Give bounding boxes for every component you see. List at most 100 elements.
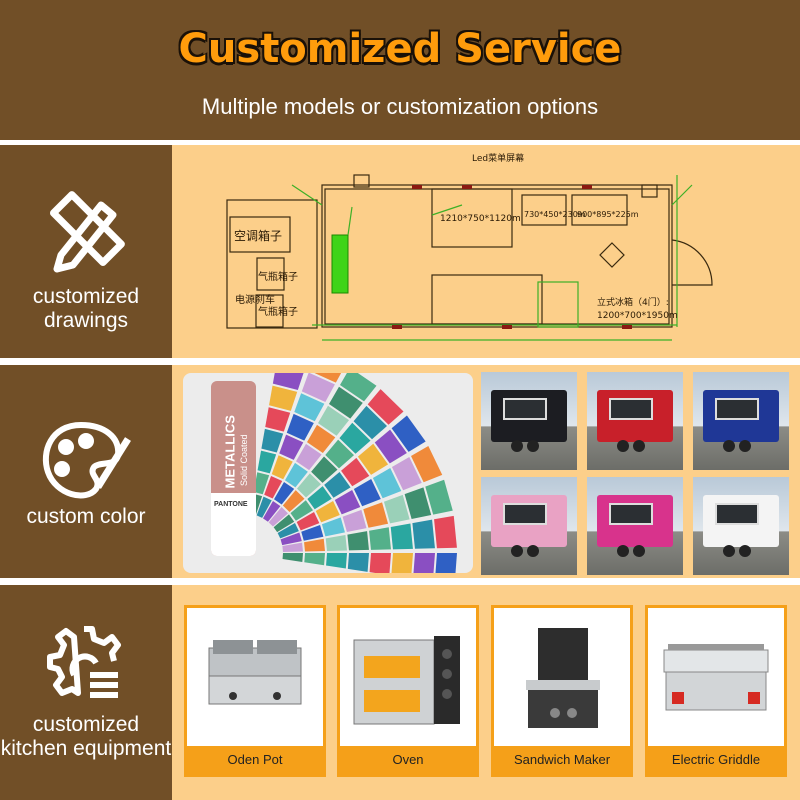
color-chip — [285, 462, 308, 488]
color-chip — [412, 519, 435, 549]
equipment-card-electric-griddle: Electric Griddle — [645, 605, 787, 777]
palette-icon — [42, 421, 131, 499]
color-chip — [390, 523, 413, 550]
drawing-label: 1200*700*1950m — [597, 311, 678, 321]
color-chip — [353, 479, 381, 507]
color-chip — [274, 481, 295, 505]
color-chip — [296, 473, 322, 498]
color-chip — [369, 527, 391, 550]
side-panel: customized kitchen equipment — [0, 585, 172, 800]
drawing-label: 730*450*230m — [524, 210, 586, 219]
color-chip — [435, 553, 457, 573]
section-equipment: customized kitchen equipment Oden Pot Ov… — [0, 585, 800, 800]
equipment-card-oven: Oven — [337, 605, 479, 777]
color-chip — [341, 457, 370, 487]
swatch-subtitle: Solid Coated — [239, 434, 249, 486]
truck-color-sample — [587, 477, 683, 575]
color-chip — [372, 468, 402, 499]
color-chip — [273, 514, 295, 533]
color-chip — [304, 553, 325, 566]
color-chip — [413, 553, 435, 573]
color-chip — [391, 553, 413, 573]
section-label: customized drawings — [32, 285, 140, 332]
pantone-swatch: METALLICS Solid Coated PANTONE — [183, 373, 473, 573]
color-chip — [374, 429, 407, 464]
drawing-label: 立式冰箱（4门）: — [597, 296, 669, 308]
color-chip — [411, 446, 443, 483]
color-chip — [263, 501, 281, 522]
equipment-card-sandwich-maker: Sandwich Maker — [491, 605, 633, 777]
section-drawings: customized drawings Led菜单屏幕 1210*750*112… — [0, 145, 800, 358]
color-chip — [325, 534, 347, 551]
color-chip — [268, 507, 289, 527]
color-chip — [425, 479, 453, 515]
color-chip — [294, 393, 325, 422]
color-chip — [277, 523, 299, 539]
color-chip — [315, 501, 340, 523]
drawing-label: 900*895*225m — [577, 210, 639, 219]
color-chip — [353, 405, 388, 440]
swatch-title: METALLICS — [222, 415, 238, 489]
color-chip — [340, 373, 377, 402]
drawing-label: Led菜单屏幕 — [472, 152, 524, 164]
ruler-pencil-icon — [49, 191, 125, 273]
color-chip — [304, 538, 325, 552]
color-chip — [307, 486, 332, 510]
color-chip — [334, 490, 361, 515]
swatch-cover: METALLICS Solid Coated PANTONE — [211, 381, 256, 556]
color-chip — [329, 386, 363, 419]
swatch-fan — [249, 373, 457, 573]
equipment-panel: Oden Pot Oven Sandwich Maker Electric Gr… — [172, 585, 800, 800]
color-chip — [261, 428, 284, 453]
color-chip — [404, 487, 432, 519]
floor-plan: Led菜单屏幕 1210*750*1120m 730*450*230m 900*… — [172, 145, 800, 358]
color-chip — [269, 385, 298, 411]
color-chip — [347, 553, 369, 572]
section-color: custom color METALLICS Solid Coated PANT… — [0, 365, 800, 578]
color-chip — [369, 553, 391, 573]
oden-pot-image — [208, 640, 302, 705]
color-chip — [265, 407, 291, 432]
color-chip — [271, 455, 293, 480]
color-chip — [311, 456, 338, 483]
color-chip — [282, 553, 303, 562]
color-chip — [434, 515, 457, 549]
color-chip — [279, 434, 304, 460]
color-chip — [321, 517, 345, 537]
color-chip — [363, 502, 389, 528]
gear-list-icon — [47, 626, 121, 698]
color-chip — [357, 443, 389, 475]
color-chip — [301, 373, 335, 402]
color-chip — [324, 472, 351, 498]
color-chip — [264, 475, 283, 499]
color-chip — [296, 512, 320, 531]
color-panel: METALLICS Solid Coated PANTONE — [172, 365, 800, 578]
equipment-label: Oven — [340, 746, 476, 774]
truck-color-sample — [693, 477, 789, 575]
section-label: customized kitchen equipment — [0, 713, 172, 760]
color-chip — [383, 494, 410, 524]
header: Customized Service Multiple models or cu… — [0, 0, 800, 140]
equipment-label: Oden Pot — [187, 746, 323, 774]
drawing-label: 空调箱子 — [234, 228, 282, 243]
color-chip — [290, 500, 313, 521]
truck-color-sample — [481, 372, 577, 470]
electric-griddle-image — [663, 644, 769, 711]
sandwich-maker-image — [526, 628, 600, 728]
color-chip — [339, 422, 371, 454]
color-chip — [342, 509, 367, 533]
color-chip — [272, 373, 304, 390]
color-chip — [280, 532, 302, 546]
color-chip — [257, 450, 277, 474]
page-subtitle: Multiple models or customization options — [201, 94, 599, 119]
section-label: custom color — [26, 505, 146, 528]
color-chip — [347, 531, 369, 551]
drawing-label: 1210*750*1120m — [440, 214, 521, 224]
color-chip — [325, 439, 355, 469]
truck-color-sample — [481, 477, 577, 575]
drawing-label: 气瓶箱子 — [258, 270, 298, 283]
color-chip — [256, 496, 272, 518]
color-chip — [307, 424, 336, 453]
color-chip — [367, 389, 404, 425]
color-chip — [314, 373, 342, 383]
